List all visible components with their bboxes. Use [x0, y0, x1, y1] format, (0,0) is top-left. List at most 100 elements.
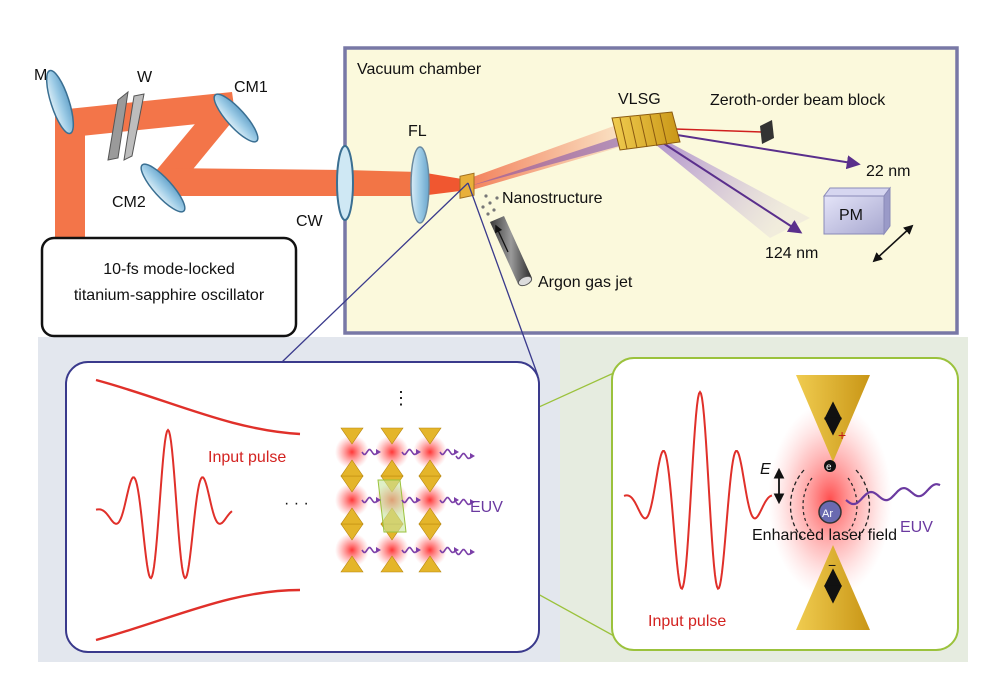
beam-block-icon — [760, 120, 774, 144]
euv-emission-arrowhead — [416, 547, 421, 553]
electron-icon — [824, 460, 836, 472]
argon-atom-label: Ar — [822, 508, 833, 520]
right-inset: Input pulse + − e Ar E EUV Enhanced lase… — [611, 357, 959, 651]
bowtie-triangle — [418, 459, 442, 477]
mirror-cm2-icon — [140, 163, 186, 213]
euv-emission-arrowhead — [416, 449, 421, 455]
euv-emission — [455, 548, 471, 556]
euv-emission — [455, 452, 471, 460]
euv-emission — [439, 546, 455, 554]
hotspot — [413, 483, 447, 517]
laser-beam — [55, 92, 468, 238]
oscillator-box — [40, 236, 298, 338]
euv-emission-arrowhead — [454, 497, 459, 503]
label-22nm: 22 nm — [866, 163, 910, 180]
euv-emission-wave — [845, 483, 941, 506]
input-pulse-wave — [95, 428, 233, 580]
label-nanostructure: Nanostructure — [502, 190, 603, 207]
plus-sign: + — [838, 427, 846, 443]
euv-emission-arrowhead — [454, 449, 459, 455]
nanostructure-chip-icon — [459, 172, 499, 216]
euv-emission-arrowhead — [376, 547, 381, 553]
euv-emission — [361, 546, 377, 554]
enhanced-field-label: Enhanced laser field — [752, 527, 897, 544]
selected-cell-highlight — [377, 479, 407, 533]
euv-emission-arrowhead — [416, 497, 421, 503]
horizontal-dots: · · · — [284, 495, 309, 512]
minus-sign: − — [828, 557, 836, 573]
label-124nm: 124 nm — [765, 245, 818, 262]
field-arc-right — [855, 469, 871, 541]
connector-left-1 — [281, 182, 469, 363]
bowtie-triangle — [380, 427, 404, 445]
argon-jet-icon — [490, 216, 533, 287]
label-vlsg: VLSG — [618, 91, 661, 108]
bowtie-triangle — [380, 459, 404, 477]
euv-emission-arrowhead — [470, 549, 475, 555]
electron-label: e — [826, 462, 832, 473]
hotspot — [375, 533, 409, 567]
right-input-pulse-label: Input pulse — [648, 613, 726, 630]
hotspot — [413, 435, 447, 469]
bowtie-triangle — [418, 555, 442, 573]
grating-vlsg-icon — [611, 111, 681, 151]
bowtie-triangle — [418, 507, 442, 525]
label-cm1: CM1 — [234, 79, 268, 96]
bowtie-array — [335, 427, 475, 573]
euv-emission — [439, 448, 455, 456]
oscillator-line2: titanium-sapphire oscillator — [74, 287, 265, 304]
oscillator-line1: 10-fs mode-locked — [103, 261, 235, 278]
euv-emission-arrowhead — [470, 499, 475, 505]
hotspot — [413, 533, 447, 567]
euv-incident — [470, 128, 646, 186]
bowtie-triangle — [418, 427, 442, 445]
mirror-cm1-icon — [213, 93, 259, 143]
euv-emission — [439, 496, 455, 504]
euv-emission-arrowhead — [376, 449, 381, 455]
euv-emission — [401, 546, 417, 554]
right-pulse-wave — [623, 390, 773, 591]
envelope-lower — [95, 588, 301, 642]
bowtie-triangle — [340, 507, 364, 525]
hotspot — [335, 435, 369, 469]
hotspot — [335, 483, 369, 517]
euv-emission-arrowhead — [454, 547, 459, 553]
wedge-pair-icon — [107, 90, 145, 161]
hotspot — [375, 435, 409, 469]
euv-emission — [401, 496, 417, 504]
mirror-m-icon — [45, 69, 75, 135]
label-cw: CW — [296, 213, 324, 230]
euv-emission — [401, 448, 417, 456]
pm-translate-arrow — [872, 224, 914, 263]
e-field-label: E — [760, 461, 771, 478]
vacuum-chamber-label: Vacuum chamber — [357, 61, 482, 78]
label-m: M — [34, 67, 47, 84]
left-euv-label: EUV — [470, 499, 503, 516]
euv-emission — [455, 498, 471, 506]
left-input-pulse-label: Input pulse — [208, 449, 286, 466]
bowtie-triangle — [340, 555, 364, 573]
beam-124nm — [645, 131, 803, 234]
chamber-window-icon — [336, 145, 354, 221]
right-euv-label: EUV — [900, 519, 933, 536]
euv-emission — [361, 448, 377, 456]
label-cm2: CM2 — [112, 194, 146, 211]
enhanced-field-glow — [768, 402, 892, 598]
connector-left-2 — [467, 182, 539, 377]
beam-22nm — [645, 129, 861, 170]
field-arc-left — [789, 469, 805, 541]
focusing-lens-icon — [410, 146, 430, 224]
label-fl: FL — [408, 123, 427, 140]
label-pm: PM — [839, 207, 863, 224]
hotspot — [335, 533, 369, 567]
bowtie-triangle — [340, 459, 364, 477]
bowtie-triangle — [380, 555, 404, 573]
vertical-dots: ⋮ — [392, 388, 410, 408]
label-argon: Argon gas jet — [538, 274, 633, 291]
euv-emission-arrowhead — [470, 453, 475, 459]
label-w: W — [137, 69, 153, 86]
euv-emission — [361, 496, 377, 504]
argon-atom-icon — [818, 500, 842, 524]
